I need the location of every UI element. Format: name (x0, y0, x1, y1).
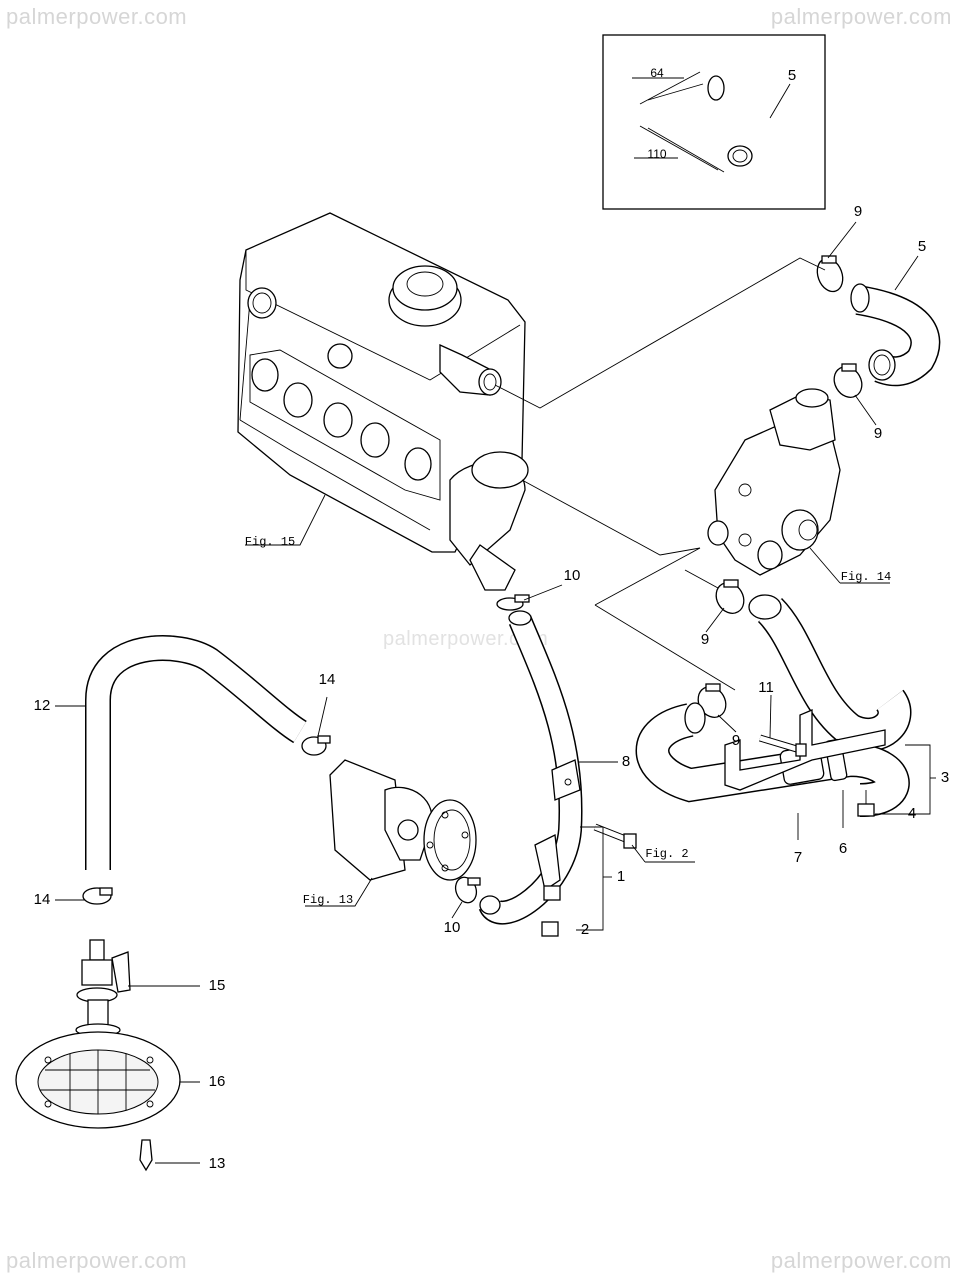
clamp-8 (551, 759, 581, 801)
dimension-label-short: 64 (650, 66, 664, 80)
part-label-12: 12 (33, 697, 51, 714)
part-label-8: 8 (621, 753, 631, 770)
clamp-14-a (301, 735, 331, 756)
part-label-16: 16 (208, 1073, 226, 1090)
clamp-14-b (82, 887, 113, 905)
part-label-13: 13 (208, 1155, 226, 1172)
filler-cap (388, 265, 462, 327)
head-elbow (449, 451, 529, 591)
part-label-7: 7 (793, 849, 803, 866)
watermark-center: palmerpower.com (383, 628, 549, 650)
hose-12 (85, 635, 308, 870)
clamp-9-a (816, 255, 844, 293)
part-label-2: 2 (580, 921, 590, 938)
pipe-assembly-3 (635, 594, 912, 817)
watermark-top-right: palmerpower.com (770, 4, 952, 29)
inset-hose-5 (707, 75, 800, 168)
inset-dimension-lines (632, 71, 791, 173)
part-label-14-b: 14 (33, 891, 51, 908)
bolt-4 (857, 790, 875, 817)
part-label-9-a: 9 (853, 203, 863, 220)
part-label-10-b: 10 (443, 919, 461, 936)
drain-plug-2 (541, 921, 559, 937)
part-label-15: 15 (208, 977, 226, 994)
part-label-9-d: 9 (731, 732, 741, 749)
inset-part-label-5: 5 (787, 67, 797, 84)
cylinder-head (237, 212, 529, 591)
sea-water-pump (329, 759, 477, 881)
part-label-14-a: 14 (318, 671, 336, 688)
sea-cock-15 (75, 939, 131, 1037)
fig-ref-2: Fig. 2 (645, 847, 689, 861)
strainer-16 (15, 1031, 181, 1129)
manifold-ports (249, 349, 441, 501)
clamp-10-b (454, 876, 481, 904)
part-label-9-c: 9 (700, 631, 710, 648)
part-label-6: 6 (838, 840, 848, 857)
leader-lines (55, 221, 936, 1164)
fig-ref-14: Fig. 14 (840, 570, 892, 584)
watermark-bottom-left: palmerpower.com (6, 1248, 188, 1273)
thermostat-housing (707, 388, 841, 576)
part-label-10-a: 10 (563, 567, 581, 584)
watermark-top-left: palmerpower.com (6, 4, 188, 29)
pipe-1 (478, 610, 637, 937)
part-label-3: 3 (940, 769, 950, 786)
head-outlet (439, 343, 502, 396)
clamp-9-b (833, 363, 863, 398)
part-label-9-b: 9 (873, 425, 883, 442)
assembly-lines (494, 257, 826, 691)
part-label-4: 4 (907, 805, 917, 822)
bolt-fig2 (593, 823, 637, 849)
screw-13 (139, 1139, 153, 1172)
part-label-5: 5 (917, 238, 927, 255)
watermark-bottom-right: palmerpower.com (770, 1248, 952, 1273)
part-label-1: 1 (616, 868, 626, 885)
hose-5 (850, 283, 941, 387)
dimension-label-long: 110 (647, 147, 667, 161)
clamp-9-c (715, 579, 745, 614)
fig-ref-15: Fig. 15 (244, 535, 296, 549)
fig-ref-13: Fig. 13 (302, 893, 354, 907)
clamp-10-a (496, 594, 530, 611)
part-label-11: 11 (758, 679, 774, 696)
inset-box (602, 34, 826, 210)
bolt-11 (758, 734, 807, 757)
